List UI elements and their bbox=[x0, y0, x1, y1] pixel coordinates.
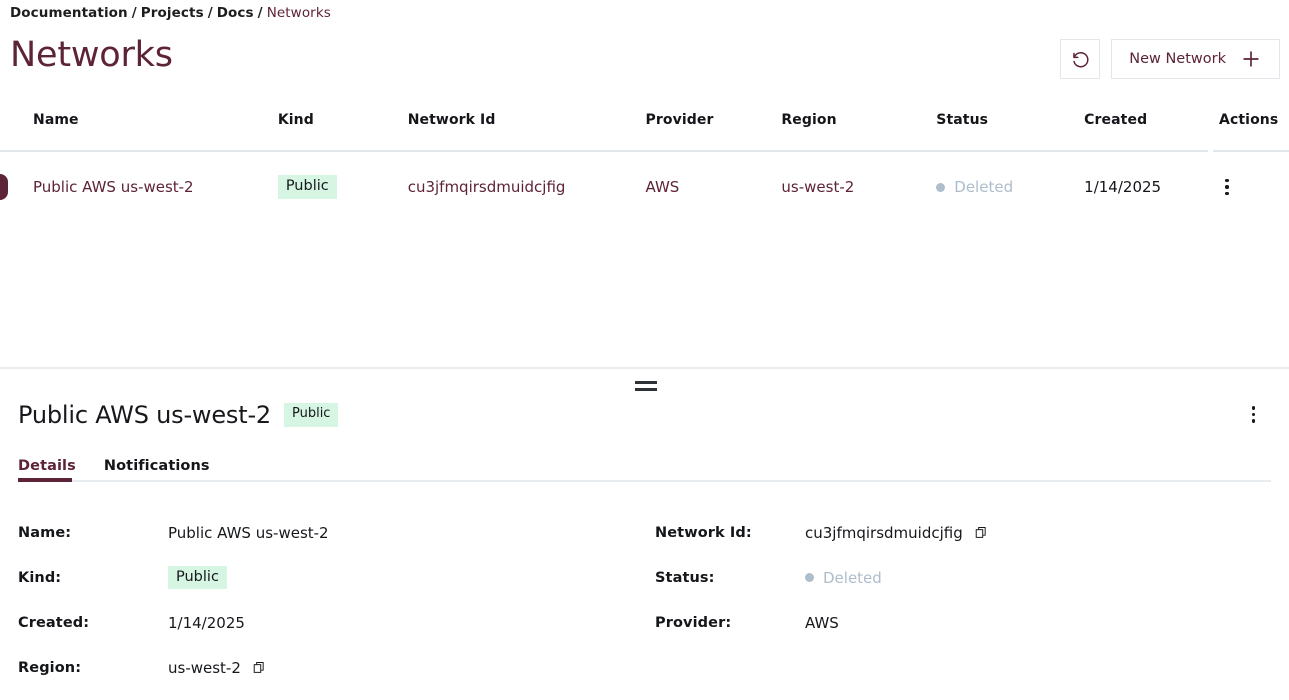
cell-status: Deleted bbox=[936, 178, 1084, 196]
cell-provider: AWS bbox=[645, 178, 680, 196]
field-label-provider: Provider: bbox=[655, 614, 732, 631]
detail-fields: Name: Public AWS us-west-2 Kind: Public … bbox=[0, 510, 1289, 690]
column-header-created[interactable]: Created bbox=[1084, 112, 1148, 128]
refresh-button[interactable] bbox=[1060, 39, 1101, 79]
table-header-row: Name Kind Network Id Provider Region Sta… bbox=[0, 112, 1289, 152]
breadcrumb: Documentation/Projects/Docs/Networks bbox=[10, 5, 331, 21]
resize-handle-bar bbox=[635, 388, 657, 391]
detail-kind-value-badge: Public bbox=[168, 565, 227, 590]
resize-handle-icon[interactable] bbox=[635, 380, 657, 392]
detail-fields-right: Network Id: cu3jfmqirsdmuidcjfig Status: bbox=[637, 510, 1274, 690]
detail-kind-badge: Public bbox=[283, 403, 339, 427]
plus-icon bbox=[1243, 51, 1259, 67]
page-title: Networks bbox=[10, 35, 173, 75]
breadcrumb-separator: / bbox=[131, 5, 137, 21]
kind-badge: Public bbox=[277, 175, 337, 199]
detail-status-badge: Deleted bbox=[805, 569, 882, 587]
field-value-network-id: cu3jfmqirsdmuidcjfig bbox=[805, 523, 963, 542]
active-tab-underline bbox=[18, 478, 72, 482]
resize-handle-bar bbox=[635, 381, 657, 384]
copy-icon bbox=[975, 526, 986, 538]
column-header-region[interactable]: Region bbox=[781, 112, 837, 128]
field-name: Name: Public AWS us-west-2 bbox=[0, 510, 637, 555]
status-dot-icon bbox=[805, 573, 814, 582]
new-network-button[interactable]: New Network bbox=[1111, 39, 1280, 79]
breadcrumb-item-networks[interactable]: Networks bbox=[266, 5, 331, 21]
field-value-provider: AWS bbox=[805, 613, 839, 632]
copy-network-id-icon[interactable] bbox=[975, 526, 988, 539]
table-header-divider-actions bbox=[1213, 150, 1289, 152]
breadcrumb-separator: / bbox=[257, 5, 263, 21]
field-value-created: 1/14/2025 bbox=[168, 613, 245, 632]
detail-title: Public AWS us-west-2 bbox=[18, 401, 271, 429]
field-label-kind: Kind: bbox=[18, 569, 62, 586]
column-header-actions: Actions bbox=[1219, 112, 1279, 128]
cell-name[interactable]: Public AWS us-west-2 bbox=[33, 178, 194, 196]
row-kebab-menu-icon[interactable] bbox=[1219, 176, 1235, 199]
row-selected-indicator bbox=[0, 174, 8, 200]
cell-created: 1/14/2025 bbox=[1084, 178, 1162, 196]
kebab-dot bbox=[1251, 406, 1255, 410]
column-header-provider[interactable]: Provider bbox=[645, 112, 714, 128]
table-row[interactable]: Public AWS us-west-2 Public cu3jfmqirsdm… bbox=[0, 162, 1289, 212]
column-header-status[interactable]: Status bbox=[936, 112, 989, 128]
field-label-network-id: Network Id: bbox=[655, 524, 752, 541]
refresh-ccw-icon bbox=[1072, 51, 1089, 67]
detail-panel: Public AWS us-west-2 Public Details Noti… bbox=[0, 392, 1289, 700]
panel-divider bbox=[0, 367, 1289, 369]
field-status: Status: Deleted bbox=[637, 555, 1274, 600]
field-label-status: Status: bbox=[655, 569, 715, 586]
breadcrumb-separator: / bbox=[207, 5, 213, 21]
cell-kind: Public bbox=[277, 175, 408, 199]
detail-tabs: Details Notifications bbox=[0, 450, 1289, 482]
field-kind: Kind: Public bbox=[0, 555, 637, 600]
column-header-name[interactable]: Name bbox=[33, 112, 79, 128]
kebab-dot bbox=[1251, 419, 1255, 423]
networks-table: Name Kind Network Id Provider Region Sta… bbox=[0, 112, 1289, 212]
field-region: Region: us-west-2 bbox=[0, 645, 637, 690]
new-network-label: New Network bbox=[1129, 51, 1226, 67]
field-network-id: Network Id: cu3jfmqirsdmuidcjfig bbox=[637, 510, 1274, 555]
column-header-kind[interactable]: Kind bbox=[277, 112, 314, 128]
detail-header: Public AWS us-west-2 Public bbox=[0, 392, 1289, 438]
copy-icon bbox=[253, 661, 264, 673]
breadcrumb-item-docs[interactable]: Docs bbox=[216, 5, 254, 21]
tab-details[interactable]: Details bbox=[18, 458, 76, 474]
field-label-region: Region: bbox=[18, 659, 82, 676]
field-value-name: Public AWS us-west-2 bbox=[168, 523, 329, 542]
kebab-dot bbox=[1251, 412, 1255, 416]
field-label-created: Created: bbox=[18, 614, 90, 631]
status-dot-icon bbox=[936, 182, 946, 192]
detail-kebab-menu-icon[interactable] bbox=[1246, 403, 1262, 426]
copy-region-icon[interactable] bbox=[253, 661, 266, 674]
kebab-dot bbox=[1225, 191, 1229, 196]
field-value-region-wrap: us-west-2 bbox=[168, 659, 266, 677]
page-actions: New Network bbox=[1060, 39, 1280, 79]
field-value-kind: Public bbox=[168, 565, 227, 590]
kebab-dot bbox=[1225, 178, 1229, 183]
status-label: Deleted bbox=[954, 178, 1014, 196]
kebab-dot bbox=[1225, 185, 1229, 189]
detail-fields-left: Name: Public AWS us-west-2 Kind: Public … bbox=[0, 510, 637, 690]
cell-network-id: cu3jfmqirsdmuidcjfig bbox=[407, 178, 566, 196]
breadcrumb-item-documentation[interactable]: Documentation bbox=[10, 5, 128, 21]
field-created: Created: 1/14/2025 bbox=[0, 600, 637, 645]
cell-actions bbox=[1219, 176, 1289, 199]
field-value-region: us-west-2 bbox=[168, 658, 241, 677]
cell-region: us-west-2 bbox=[781, 178, 855, 196]
table-header-divider bbox=[0, 150, 1208, 152]
breadcrumb-item-projects[interactable]: Projects bbox=[140, 5, 204, 21]
column-header-network-id[interactable]: Network Id bbox=[407, 112, 496, 128]
field-provider: Provider: AWS bbox=[637, 600, 1274, 645]
status-badge: Deleted bbox=[936, 178, 1013, 196]
field-value-status: Deleted bbox=[805, 569, 882, 587]
field-label-name: Name: bbox=[18, 524, 72, 541]
tab-notifications[interactable]: Notifications bbox=[103, 458, 210, 474]
detail-status-label: Deleted bbox=[823, 568, 882, 587]
tabs-divider bbox=[18, 480, 1271, 482]
field-value-network-id-wrap: cu3jfmqirsdmuidcjfig bbox=[805, 524, 988, 542]
